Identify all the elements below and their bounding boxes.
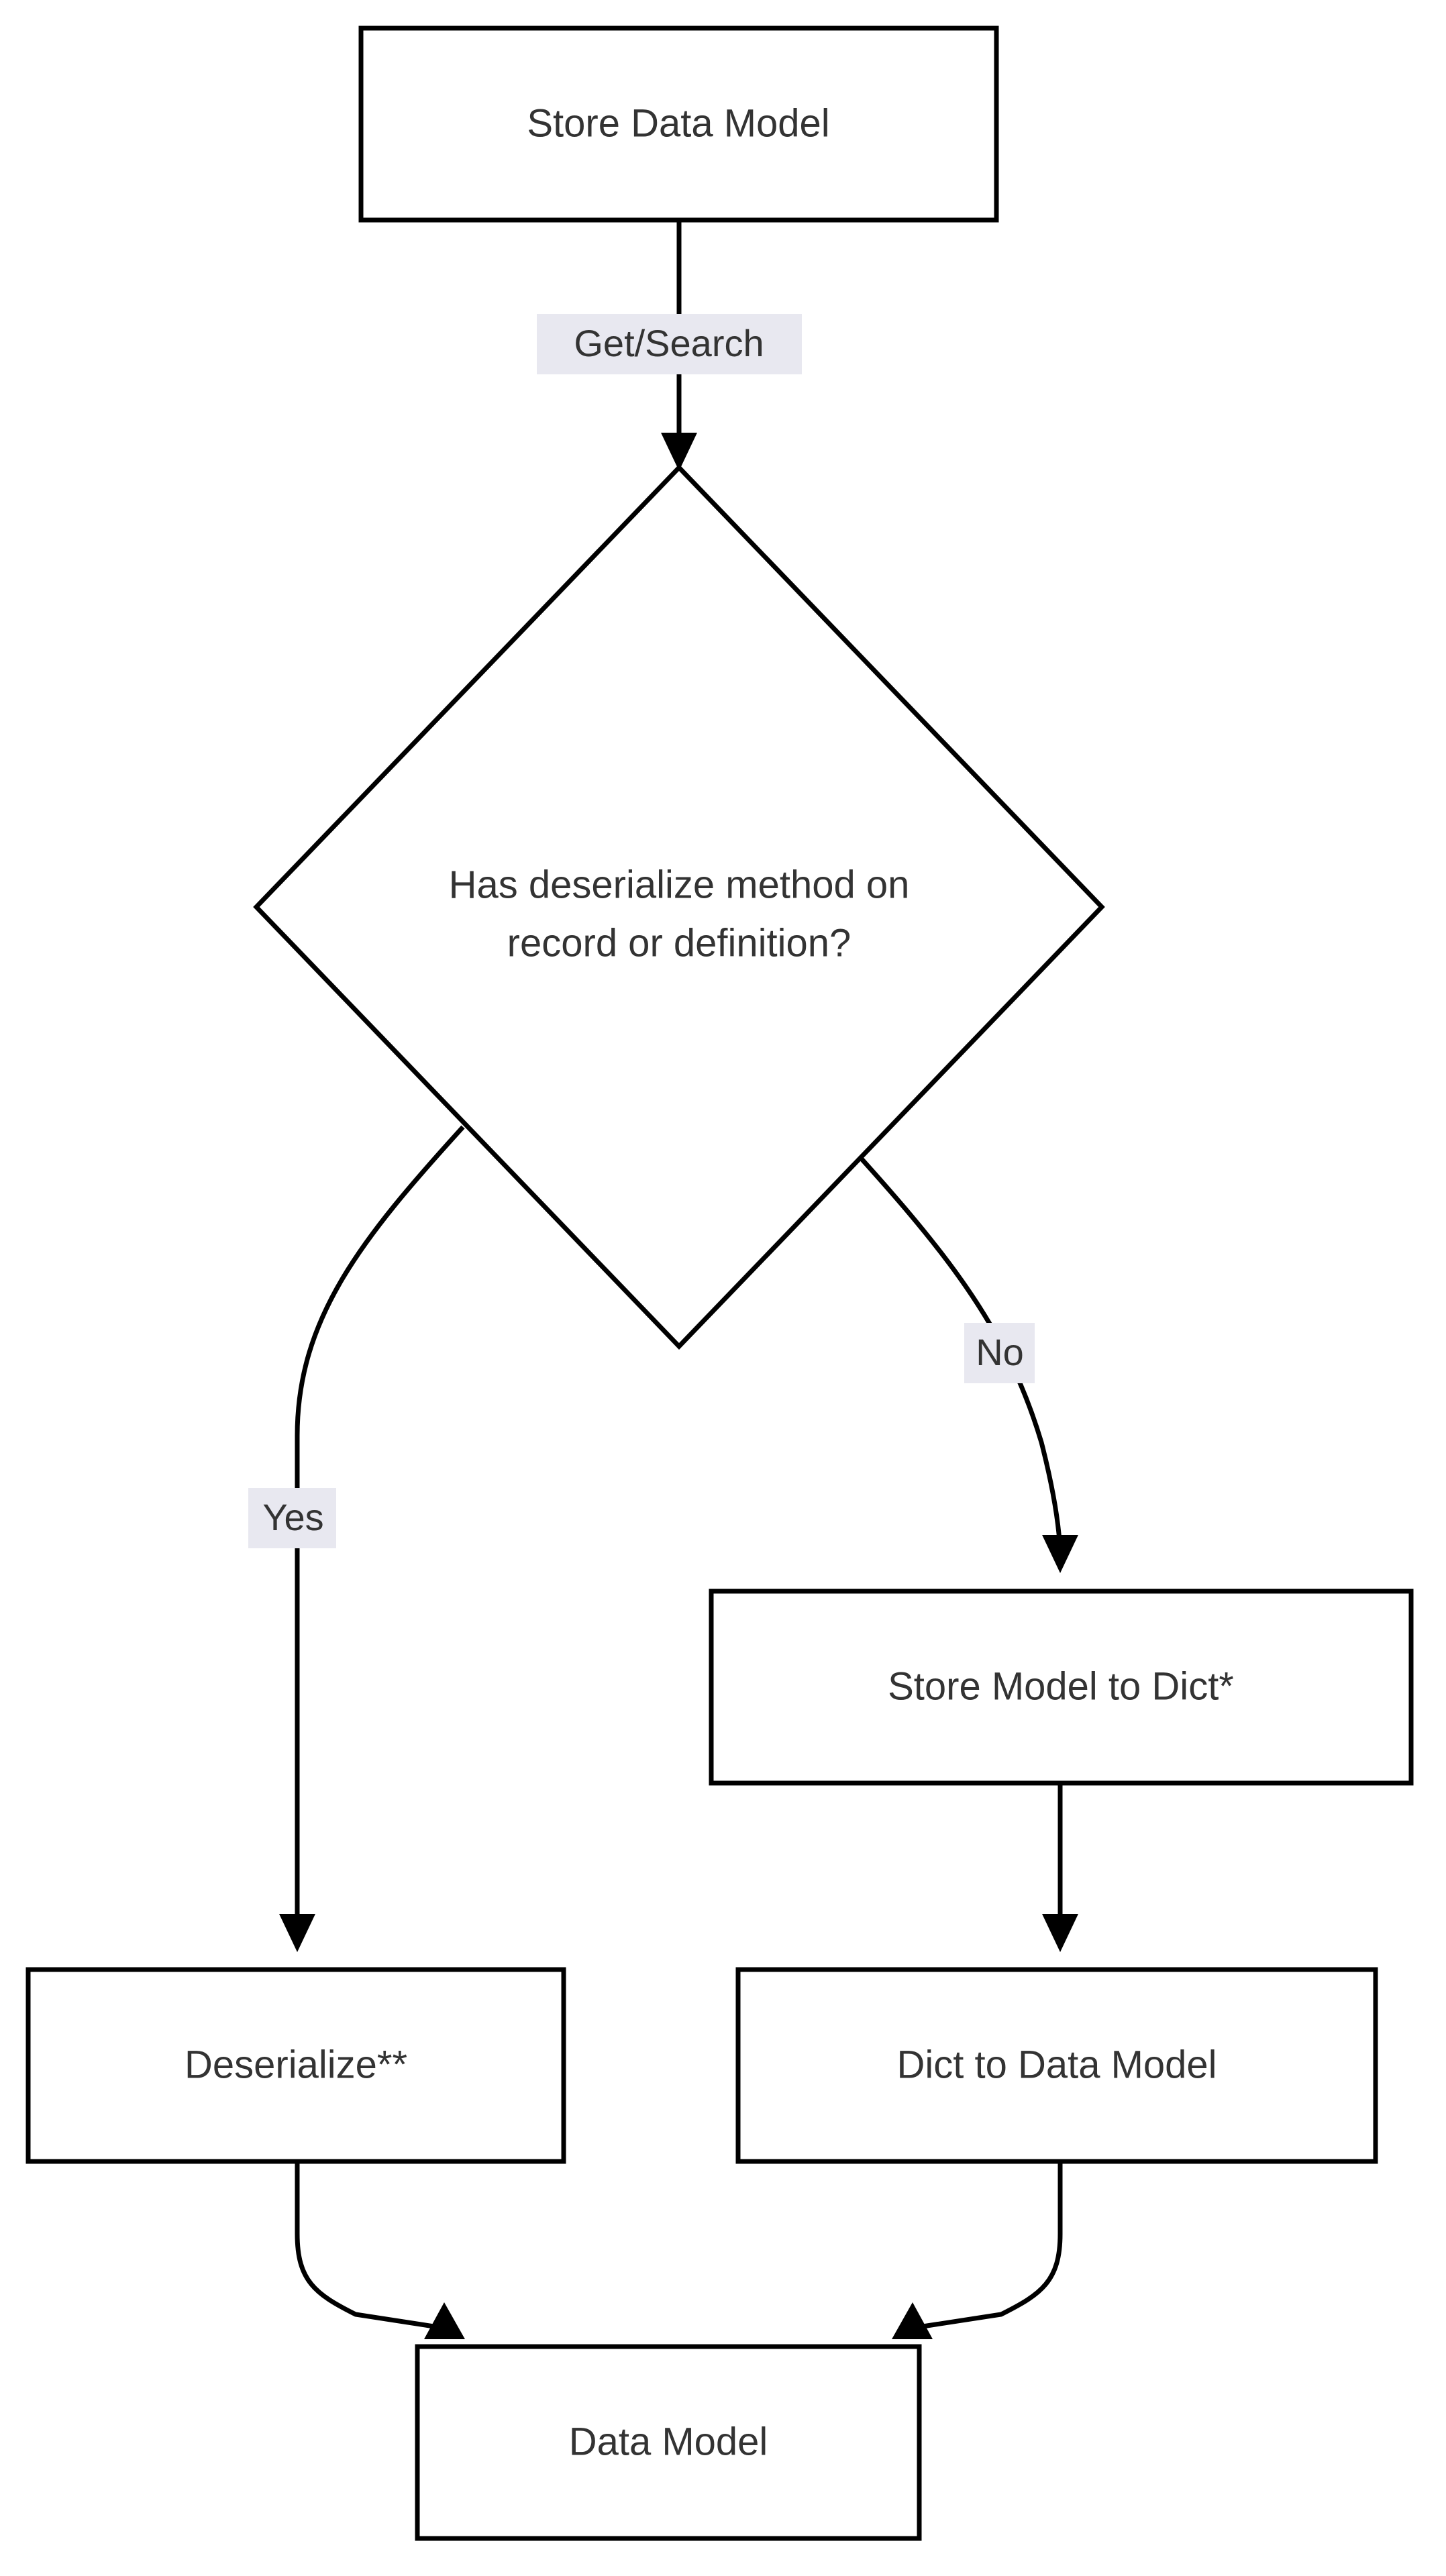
edge-label-get-search-text: Get/Search	[574, 322, 764, 364]
node-store-data-model-shape[interactable]	[358, 25, 999, 223]
node-dict-to-data-model-shape[interactable]	[735, 1967, 1378, 2164]
node-data-model-shape[interactable]	[415, 2344, 922, 2541]
node-store-model-to-dict-shape[interactable]	[709, 1589, 1414, 1786]
edge-label-yes-bg	[248, 1488, 336, 1548]
node-deserialize-shape[interactable]	[25, 1967, 566, 2164]
edge-path-yes	[295, 1125, 465, 1931]
edge-dict-to-data-model	[892, 2161, 1063, 2339]
node-has-deserialize-method-label-line1: Has deserialize method on	[449, 863, 910, 906]
edge-deserialize-to-data-model	[295, 2161, 465, 2339]
node-data-model[interactable]: Data Model	[415, 2344, 922, 2541]
edge-label-yes-text: Yes	[262, 1496, 323, 1538]
arrowhead-deserialize-to-data-model	[424, 2302, 465, 2339]
edge-yes	[279, 1125, 465, 1952]
node-dict-to-data-model[interactable]: Dict to Data Model	[735, 1967, 1378, 2164]
arrowhead-yes	[279, 1914, 315, 1952]
edge-label-yes: Yes	[248, 1488, 336, 1548]
arrowhead-get-search	[661, 433, 697, 471]
node-store-model-to-dict[interactable]: Store Model to Dict*	[709, 1589, 1414, 1786]
edge-label-no-bg	[964, 1323, 1035, 1383]
edge-label-get-search-bg	[537, 314, 802, 374]
node-store-model-to-dict-label: Store Model to Dict*	[888, 1664, 1234, 1708]
arrowhead-no	[1042, 1535, 1078, 1573]
arrowhead-dict-flow	[1042, 1914, 1078, 1952]
node-deserialize[interactable]: Deserialize**	[25, 1967, 566, 2164]
node-has-deserialize-method-shape[interactable]	[253, 464, 1105, 1350]
edge-path-deserialize-to-data-model	[295, 2161, 444, 2330]
edge-label-get-search: Get/Search	[537, 314, 802, 374]
node-dict-to-data-model-label: Dict to Data Model	[896, 2043, 1217, 2086]
node-store-data-model[interactable]: Store Data Model	[358, 25, 999, 223]
node-store-data-model-label: Store Data Model	[527, 101, 829, 145]
node-deserialize-label: Deserialize**	[185, 2043, 407, 2086]
edge-no	[837, 1132, 1078, 1573]
node-has-deserialize-method-label-line2: record or definition?	[507, 921, 851, 965]
edge-path-dict-to-data-model	[913, 2161, 1063, 2330]
arrowhead-dict-to-data-model	[892, 2302, 933, 2339]
edge-label-no-text: No	[976, 1331, 1024, 1373]
node-data-model-label: Data Model	[569, 2420, 768, 2463]
edge-dict-flow	[1042, 1783, 1078, 1952]
edge-label-no: No	[964, 1323, 1035, 1383]
node-has-deserialize-method[interactable]: Has deserialize method on record or defi…	[253, 464, 1105, 1350]
